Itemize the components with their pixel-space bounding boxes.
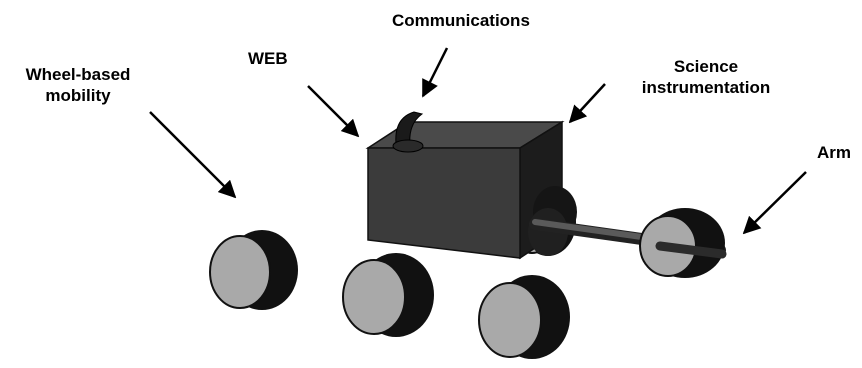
wheel-arm-end	[639, 208, 727, 278]
wheel-front-right	[478, 275, 570, 359]
label-science-line1: Science	[673, 57, 739, 76]
arrow-arm	[742, 171, 807, 235]
arrow-communications	[421, 47, 449, 98]
label-wheel-based-mobility: Wheel-based mobility	[12, 64, 144, 106]
wheel-front-left	[209, 230, 298, 310]
label-communications: Communications	[392, 11, 530, 30]
arrow-science	[568, 83, 606, 124]
label-web: WEB	[248, 49, 288, 68]
label-science-instrumentation: Science instrumentation	[632, 56, 780, 98]
arrow-wheel	[149, 111, 237, 199]
communications-antenna	[392, 111, 424, 153]
label-arm: Arm	[817, 143, 852, 162]
label-science-line2: instrumentation	[641, 78, 771, 97]
wheel-front-middle	[342, 253, 434, 337]
callout-arrows	[149, 47, 807, 235]
label-wheel-line2: mobility	[45, 86, 111, 105]
label-wheel-line1: Wheel-based	[25, 65, 131, 84]
arrow-web	[307, 85, 360, 138]
